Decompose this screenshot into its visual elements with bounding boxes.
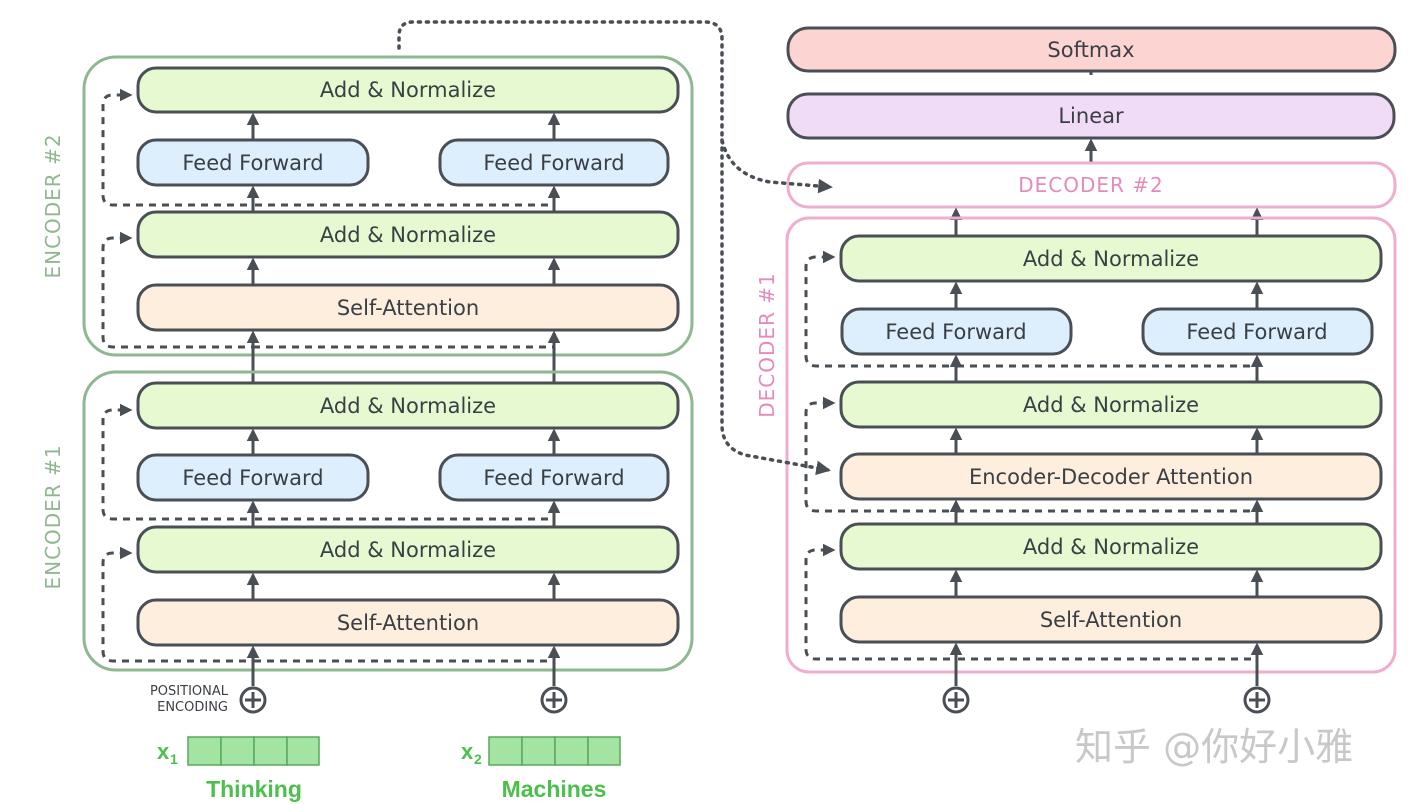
encoder-1-self-attention-label: Self-Attention [337, 611, 479, 635]
embedding-vector [488, 736, 621, 766]
softmax-label: Softmax [1047, 38, 1134, 62]
decoder-1-add-normalize-bottom-label: Add & Normalize [1023, 535, 1199, 559]
linear-block [786, 92, 1396, 140]
plus-circle-icon [942, 686, 970, 714]
input-symbol: x [461, 739, 474, 764]
encoder-1-add-normalize-top [136, 381, 680, 430]
encoder-2-feed-forward-right-label: Feed Forward [483, 151, 624, 175]
encoder-1-to-2-arrows [246, 330, 561, 383]
encoder-1-flow-arrows [246, 428, 561, 599]
positional-encoding-label-line2: ENCODING [157, 700, 228, 715]
watermark-text: 知乎 @你好小雅 [1075, 725, 1353, 769]
decoder-1-add-normalize-bottom [839, 522, 1383, 571]
decoder-1-to-2-arrows [949, 207, 1264, 236]
decoder-1-add-normalize-middle-label: Add & Normalize [1023, 393, 1199, 417]
decoder-1-self-attention-label: Self-Attention [1040, 608, 1182, 632]
input-subscript: 1 [170, 751, 178, 767]
encoder-1-add-normalize-bottom [136, 525, 680, 574]
plus-circle-icon [239, 686, 267, 714]
encoder-2-frame [82, 55, 694, 357]
input-machines: x 2 Machines [461, 736, 621, 802]
encoder-2-feed-forward-left-label: Feed Forward [182, 151, 323, 175]
input-word: Thinking [206, 776, 302, 802]
input-subscript: 2 [474, 751, 482, 767]
encoder-input-arrows [246, 645, 561, 686]
encoder-2-add-normalize-bottom [136, 210, 680, 259]
encoder-output-dotted-paths [397, 20, 833, 476]
positional-encoding-label-line1: POSITIONAL [150, 684, 229, 699]
decoder-1-add-normalize-middle [839, 380, 1383, 429]
encoder-1-feed-forward-right [438, 453, 670, 502]
encoder-1-add-normalize-top-label: Add & Normalize [320, 394, 496, 418]
input-thinking: x 1 Thinking [157, 736, 320, 802]
output-stack: Softmax Linear DECODER #2 [786, 26, 1397, 209]
encoder-2-add-normalize-top-label: Add & Normalize [320, 78, 496, 102]
linear-label: Linear [1058, 104, 1124, 128]
encoder-1-label: ENCODER #1 [41, 444, 65, 589]
plus-circle-icon [540, 686, 568, 714]
input-word: Machines [502, 776, 607, 802]
encoder-1-frame [82, 370, 694, 672]
decoder-1-label: DECODER #1 [755, 272, 779, 418]
decoder-1-encoder-decoder-attention [839, 452, 1383, 501]
embedding-vector [187, 736, 320, 766]
decoder-1-feed-forward-left-label: Feed Forward [885, 320, 1026, 344]
encoder-1: ENCODER #1 Add & Normalize Feed Forward … [41, 370, 694, 672]
encoder-1-feed-forward-right-label: Feed Forward [483, 466, 624, 490]
decoder-1-feed-forward-left [840, 307, 1073, 356]
decoder-1: DECODER #1 Add & Normalize Feed Forward … [755, 216, 1397, 674]
decoder-1-encoder-decoder-attention-label: Encoder-Decoder Attention [969, 465, 1253, 489]
decoder-1-self-attention [839, 595, 1383, 644]
decoder-1-feed-forward-right-label: Feed Forward [1186, 320, 1327, 344]
input-symbol: x [157, 739, 170, 764]
encoder-1-feed-forward-left-label: Feed Forward [182, 466, 323, 490]
encoder-2-self-attention [136, 283, 680, 332]
decoder-2-label: DECODER #2 [1018, 173, 1164, 197]
encoder-1-feed-forward-left [136, 453, 370, 502]
decoder-1-frame [785, 216, 1397, 674]
plus-circle-icon [1243, 686, 1271, 714]
encoder-2-add-normalize-bottom-label: Add & Normalize [320, 223, 496, 247]
encoder-2-feed-forward-right [438, 138, 670, 187]
encoder-2-add-normalize-top [136, 66, 680, 114]
decoder-1-add-normalize-top-label: Add & Normalize [1023, 247, 1199, 271]
encoder-2-label: ENCODER #2 [41, 133, 65, 278]
encoder-2-self-attention-label: Self-Attention [337, 296, 479, 320]
decoder-1-add-normalize-top [839, 234, 1383, 283]
decoder-1-feed-forward-right [1141, 307, 1374, 356]
decoder-2-block [786, 161, 1397, 209]
encoder-1-add-normalize-bottom-label: Add & Normalize [320, 538, 496, 562]
decoder-input-arrows [949, 642, 1264, 686]
encoder-2-feed-forward-left [136, 138, 370, 187]
encoder-2: ENCODER #2 Add & Normalize Feed Forward … [41, 55, 694, 357]
encoder-1-self-attention [136, 598, 680, 647]
